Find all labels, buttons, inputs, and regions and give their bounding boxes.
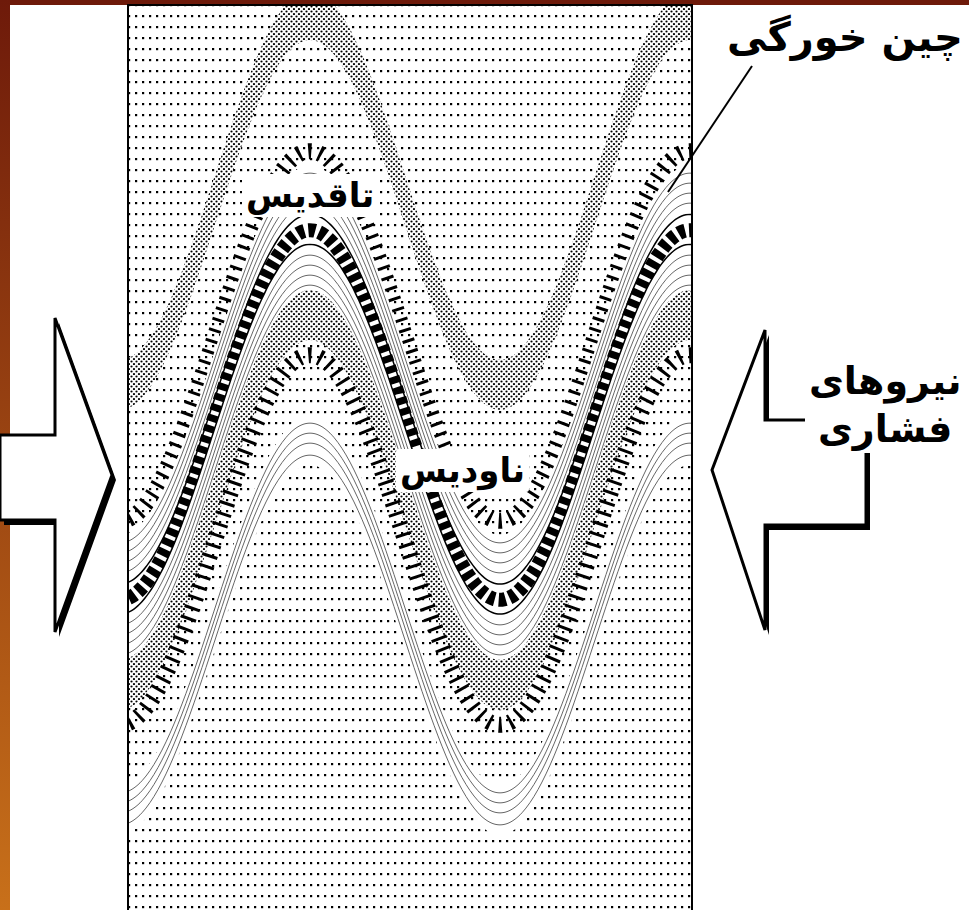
layer-line <box>128 423 692 793</box>
leader-line <box>668 66 752 192</box>
layer-line <box>128 443 692 813</box>
force-label: نیروهای فشاری <box>805 358 965 453</box>
force-arrow <box>0 318 112 632</box>
syncline-label: ناودیس <box>396 449 529 492</box>
rock-layers <box>128 5 692 910</box>
layer-line <box>128 433 692 803</box>
fold-label: چین خورگی <box>727 12 963 62</box>
layer-line <box>128 455 692 825</box>
anticline-label: تاقدیس <box>242 174 378 217</box>
rock-band <box>128 415 692 835</box>
section-frame <box>128 5 692 910</box>
layer-line <box>128 355 692 725</box>
